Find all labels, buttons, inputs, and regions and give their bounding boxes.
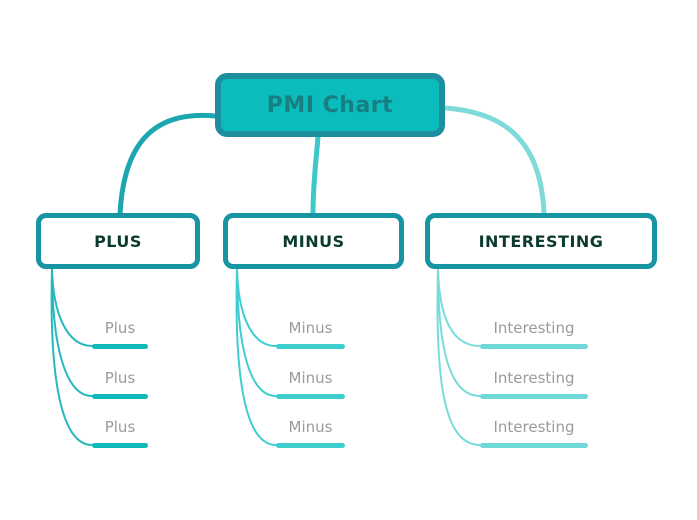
leaf-label: Plus [104, 418, 136, 436]
leaf-label: Plus [104, 369, 136, 387]
connector-interesting-leaf-2 [437, 267, 481, 397]
leaf-underline [480, 344, 588, 349]
leaf-label: Interesting [493, 418, 575, 436]
root-node-label: PMI Chart [266, 92, 394, 118]
leaf-item-plus-2[interactable]: Plus [92, 368, 148, 399]
branch-node-interesting[interactable]: INTERESTING [425, 213, 657, 269]
connector-plus-leaf-1 [51, 267, 93, 347]
leaf-label: Interesting [493, 369, 575, 387]
root-node-pmi-chart[interactable]: PMI Chart [215, 73, 445, 137]
leaf-label: Minus [288, 418, 333, 436]
connector-interesting-leaf-3 [436, 267, 481, 446]
branch-node-plus[interactable]: PLUS [36, 213, 200, 269]
leaf-underline [92, 344, 148, 349]
branch-node-minus[interactable]: MINUS [223, 213, 404, 269]
connector-root-plus [117, 112, 218, 217]
branch-node-label: INTERESTING [478, 231, 604, 251]
connector-minus-leaf-1 [236, 267, 277, 347]
leaf-item-minus-1[interactable]: Minus [276, 318, 345, 349]
connector-plus-leaf-2 [51, 267, 93, 397]
leaf-item-plus-1[interactable]: Plus [92, 318, 148, 349]
leaf-item-interesting-3[interactable]: Interesting [480, 417, 588, 448]
leaf-item-plus-3[interactable]: Plus [92, 417, 148, 448]
connector-minus-leaf-2 [236, 267, 277, 397]
leaf-label: Interesting [493, 319, 575, 337]
connector-plus-leaf-3 [50, 267, 93, 446]
connector-root-interesting [442, 105, 547, 217]
leaf-underline [480, 443, 588, 448]
connector-interesting-leaf-1 [437, 267, 481, 347]
connector-minus-leaf-3 [235, 267, 277, 446]
leaf-item-interesting-1[interactable]: Interesting [480, 318, 588, 349]
leaf-label: Plus [104, 319, 136, 337]
leaf-underline [276, 344, 345, 349]
leaf-underline [92, 443, 148, 448]
branch-node-label: PLUS [94, 231, 142, 251]
connector-root-minus [310, 134, 321, 217]
leaf-label: Minus [288, 369, 333, 387]
leaf-label: Minus [288, 319, 333, 337]
branch-node-label: MINUS [282, 231, 345, 251]
leaf-underline [480, 394, 588, 399]
leaf-item-minus-3[interactable]: Minus [276, 417, 345, 448]
leaf-underline [276, 394, 345, 399]
leaf-item-interesting-2[interactable]: Interesting [480, 368, 588, 399]
leaf-item-minus-2[interactable]: Minus [276, 368, 345, 399]
leaf-underline [92, 394, 148, 399]
leaf-underline [276, 443, 345, 448]
